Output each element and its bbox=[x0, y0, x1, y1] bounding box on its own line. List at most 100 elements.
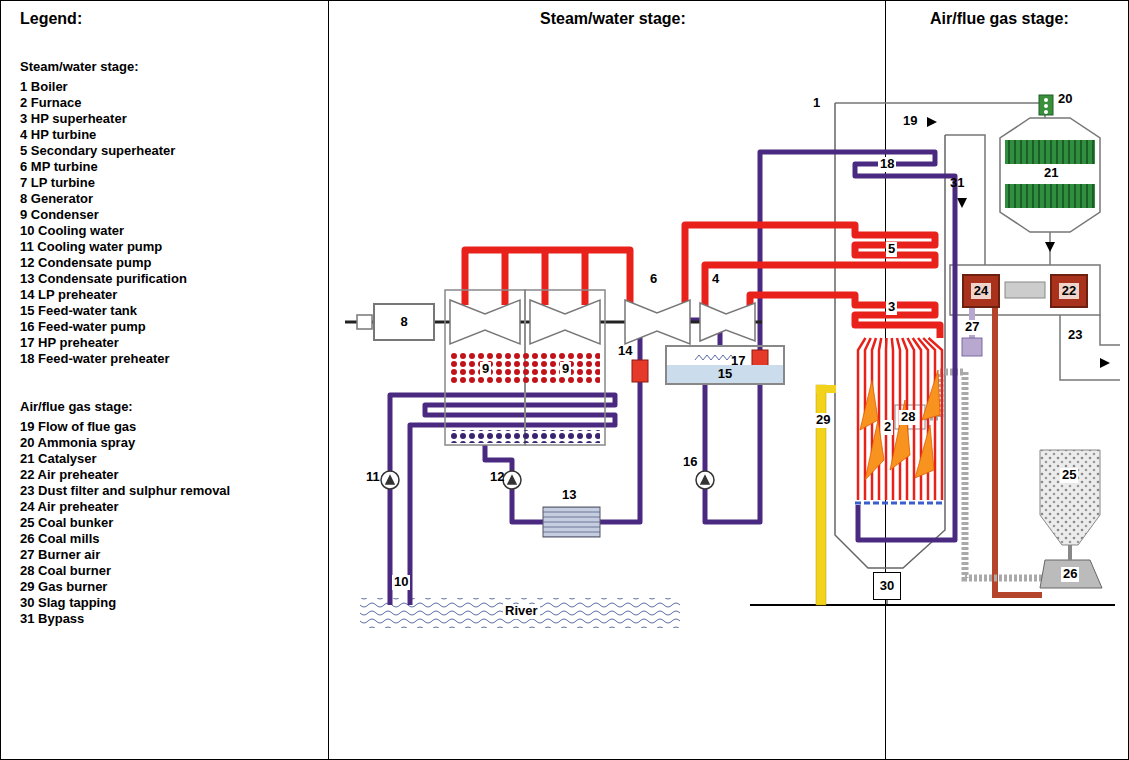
callout-number: 20 bbox=[1058, 92, 1072, 107]
flow-arrow bbox=[1045, 242, 1055, 252]
preheater-link bbox=[1005, 282, 1045, 298]
turbine bbox=[450, 300, 755, 344]
legend-entry: 26 Coal mills bbox=[20, 532, 99, 547]
preheater bbox=[632, 360, 648, 382]
column-heading: Air/flue gas stage: bbox=[930, 10, 1069, 28]
callout-number: 31 bbox=[950, 176, 964, 191]
flue-gas-path bbox=[950, 265, 1100, 315]
legend-heading: Air/flue gas stage: bbox=[20, 400, 133, 415]
legend-entry: 3 HP superheater bbox=[20, 112, 127, 127]
legend-entry: 31 Bypass bbox=[20, 612, 84, 627]
callout-number: 3 bbox=[886, 300, 897, 315]
furnace-tubes bbox=[879, 338, 881, 500]
air-duct bbox=[925, 308, 1042, 595]
legend-entry: 17 HP preheater bbox=[20, 336, 119, 351]
flow-arrow bbox=[927, 117, 937, 127]
callout-number: 30 bbox=[880, 579, 894, 593]
water-pipe bbox=[390, 152, 955, 605]
coal-bunker bbox=[1068, 545, 1072, 560]
flame bbox=[860, 370, 940, 480]
boiler-outline bbox=[835, 103, 945, 568]
legend-entry: 8 Generator bbox=[20, 192, 93, 207]
ammonia-spray bbox=[1044, 110, 1048, 114]
air-preheater: 24 bbox=[962, 274, 1000, 308]
pump bbox=[381, 471, 714, 489]
callout-number: 27 bbox=[963, 320, 981, 335]
steam-pipe bbox=[750, 295, 940, 338]
legend-entry: 4 HP turbine bbox=[20, 128, 96, 143]
legend-entry: 24 Air preheater bbox=[20, 500, 119, 515]
flue-gas-path bbox=[1000, 118, 1100, 232]
flue-gas-path bbox=[945, 135, 985, 265]
callout-number: 12 bbox=[490, 470, 504, 485]
air-duct bbox=[962, 338, 982, 356]
callout-number: 23 bbox=[1068, 328, 1082, 343]
furnace-bottom bbox=[855, 502, 945, 505]
flue-gas-path bbox=[1100, 315, 1120, 345]
pump bbox=[508, 476, 516, 484]
legend-entry: 25 Coal bunker bbox=[20, 516, 113, 531]
furnace-tubes bbox=[929, 338, 943, 500]
purification-unit bbox=[543, 507, 600, 537]
legend-entry: 2 Furnace bbox=[20, 96, 81, 111]
ground-line bbox=[750, 605, 1115, 606]
callout-number: 26 bbox=[1061, 567, 1079, 582]
legend-entry: 16 Feed-water pump bbox=[20, 320, 146, 335]
furnace-tubes bbox=[858, 338, 942, 500]
condenser bbox=[445, 290, 605, 445]
legend-heading: Steam/water stage: bbox=[20, 60, 139, 75]
catalyser bbox=[1005, 140, 1095, 164]
turbine bbox=[530, 300, 600, 344]
pump bbox=[701, 476, 709, 484]
pump bbox=[696, 471, 714, 489]
purification-unit bbox=[543, 507, 600, 537]
callout-number: 19 bbox=[903, 114, 917, 129]
legend-entry: 21 Catalyser bbox=[20, 452, 97, 467]
turbine bbox=[450, 300, 520, 344]
callout-number: 22 bbox=[1059, 283, 1079, 299]
furnace-tubes bbox=[892, 338, 893, 500]
turbine bbox=[625, 300, 690, 344]
legend-entry: 13 Condensate purification bbox=[20, 272, 187, 287]
frame bbox=[328, 0, 329, 760]
flow-arrow bbox=[957, 198, 967, 208]
callout-number: 8 bbox=[400, 315, 407, 329]
water-pipe bbox=[485, 445, 543, 522]
callout-number: 25 bbox=[1060, 468, 1078, 483]
callout-number: 11 bbox=[366, 470, 380, 485]
legend-entry: 14 LP preheater bbox=[20, 288, 117, 303]
legend-entry: 28 Coal burner bbox=[20, 564, 111, 579]
callout-number: 14 bbox=[618, 344, 632, 359]
callout-number: 18 bbox=[878, 157, 896, 172]
callout-number: 17 bbox=[731, 354, 745, 369]
callout-number: 4 bbox=[712, 272, 719, 287]
coal-bunker bbox=[1040, 560, 1102, 588]
column-heading: Legend: bbox=[20, 10, 82, 28]
pump bbox=[503, 471, 521, 489]
legend-entry: 9 Condenser bbox=[20, 208, 99, 223]
legend-entry: 5 Secondary superheater bbox=[20, 144, 175, 159]
flue-gas-path bbox=[835, 103, 1045, 118]
legend-entry: 18 Feed-water preheater bbox=[20, 352, 170, 367]
air-preheater: 22 bbox=[1050, 274, 1088, 308]
condenser bbox=[450, 430, 600, 443]
pump bbox=[386, 476, 394, 484]
flow-arrow bbox=[1100, 358, 1110, 368]
furnace-bottom bbox=[855, 503, 945, 504]
legend-entry: 23 Dust filter and sulphur removal bbox=[20, 484, 230, 499]
callout-number: 15 bbox=[718, 367, 732, 381]
ammonia-spray bbox=[1039, 95, 1053, 115]
furnace-tubes bbox=[885, 338, 888, 500]
callout-number: 16 bbox=[683, 455, 697, 470]
ammonia-spray bbox=[1044, 104, 1048, 108]
flame bbox=[922, 370, 940, 420]
legend-entry: 20 Ammonia spray bbox=[20, 436, 135, 451]
callout-number: 29 bbox=[814, 413, 832, 428]
callout-number: 9 bbox=[560, 362, 571, 377]
turbine bbox=[700, 303, 755, 341]
column-heading: Steam/water stage: bbox=[540, 10, 686, 28]
